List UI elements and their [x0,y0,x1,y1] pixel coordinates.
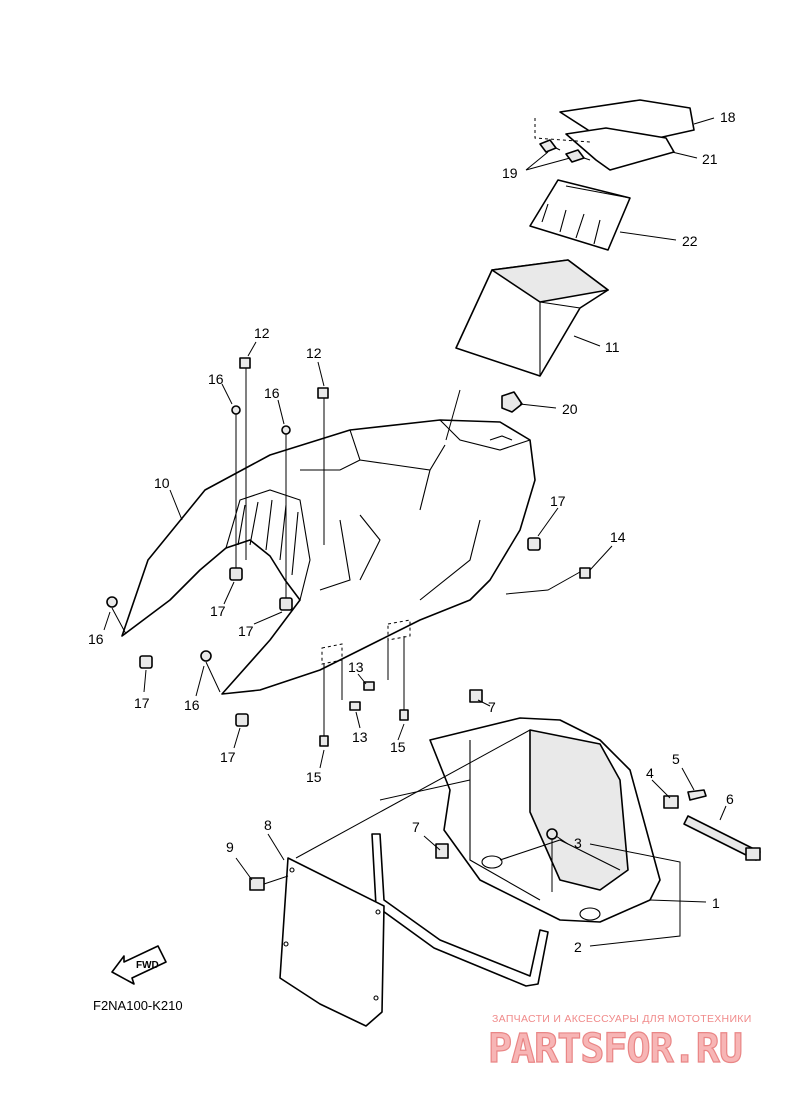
callout-20: 20 [562,401,578,417]
callout-17b: 17 [238,623,254,639]
callout-10: 10 [154,475,170,491]
callout-17a: 17 [210,603,226,619]
callout-12b: 12 [306,345,322,361]
callout-17e: 17 [550,493,566,509]
part-11-box [455,259,609,377]
part-2-seal [371,833,549,987]
part-3-rivet [546,828,558,892]
part-12-clips [239,357,329,399]
callout-13b: 13 [352,729,368,745]
callout-11: 11 [605,339,620,355]
part-10-rear-fender [121,419,536,695]
callout-22: 22 [682,233,698,249]
watermark-subtitle: ЗАПЧАСТИ И АКСЕССУАРЫ ДЛЯ МОТОТЕХНИКИ [492,1013,752,1025]
part-20-clip [489,391,523,441]
callout-15a: 15 [390,739,406,755]
part-4-5-6-clamp [663,789,761,861]
callout-8: 8 [264,817,272,833]
callout-7a: 7 [488,699,496,715]
callout-3: 3 [574,835,582,851]
callout-21: 21 [702,151,718,167]
watermark: ЗАПЧАСТИ И АКСЕССУАРЫ ДЛЯ МОТОТЕХНИКИ PA… [487,1013,752,1073]
callout-4: 4 [646,765,654,781]
fwd-arrow-icon: FWD [111,945,167,985]
callout-9: 9 [226,839,234,855]
callout-18: 18 [720,109,736,125]
callout-2: 2 [574,939,582,955]
part-17-grommets [139,537,541,727]
fwd-label: FWD [136,960,159,971]
callout-19: 19 [502,165,518,181]
callout-15b: 15 [306,769,322,785]
callout-labels: 18 21 19 22 11 20 12 12 16 16 10 16 16 1… [88,109,736,955]
part-13-15-fasteners [319,567,591,747]
callout-1: 1 [712,895,720,911]
diagram-code: F2NA100-K210 [93,998,183,1013]
part-19-screws [539,139,591,163]
callout-6: 6 [726,791,734,807]
part-9-bolt [249,875,289,891]
callout-12a: 12 [254,325,270,341]
callout-7b: 7 [412,819,420,835]
callout-13a: 13 [348,659,364,675]
callout-16d: 16 [184,697,200,713]
callout-5: 5 [672,751,680,767]
watermark-brand: PARTSFOR.RU [488,1026,742,1072]
part-8-panel [279,857,385,1027]
callout-leaders [103,117,727,947]
part-1-toolbox [429,717,661,923]
callout-17d: 17 [220,749,236,765]
callout-16a: 16 [208,371,224,387]
part-7-bolts [435,689,483,859]
callout-17c: 17 [134,695,150,711]
callout-16c: 16 [88,631,104,647]
part-22-tray [529,179,631,251]
callout-14: 14 [610,529,626,545]
callout-16b: 16 [264,385,280,401]
